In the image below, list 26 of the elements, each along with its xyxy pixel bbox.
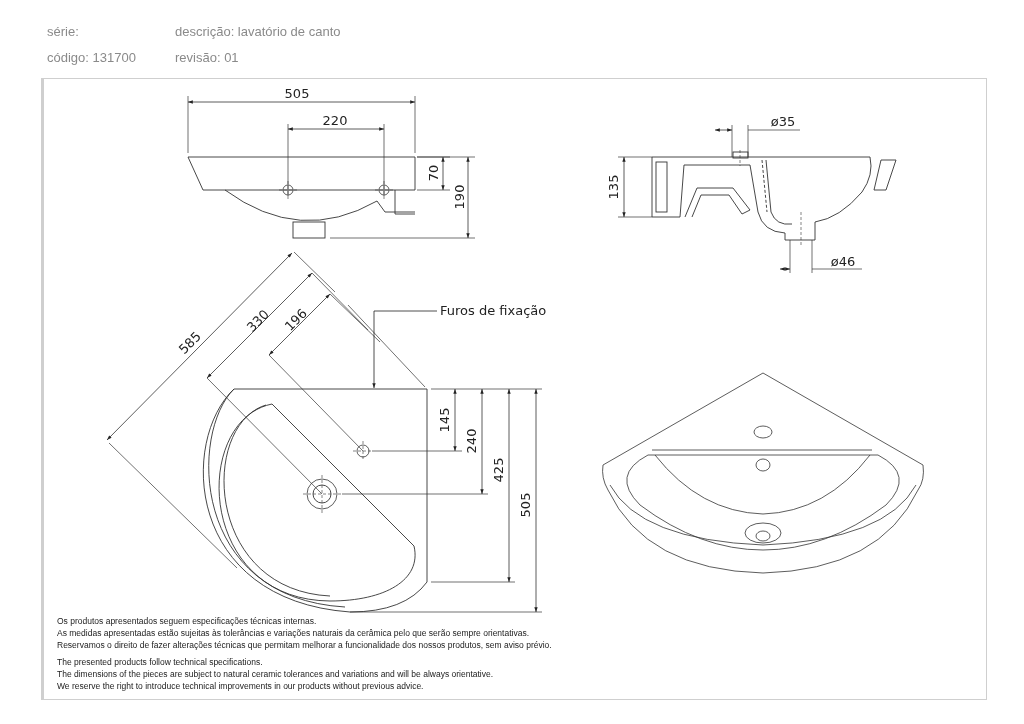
dimension-value: 190: [451, 184, 469, 210]
header-text: descrição: lavatório de canto: [175, 23, 341, 41]
dimension-value: 505: [517, 492, 535, 518]
note-text: Os produtos apresentados seguem especificações técnicas internas.: [57, 616, 317, 627]
dimension-value: 425: [490, 457, 508, 483]
note-text: The dimensions of the pieces are subject to natural ceramic tolerances and variations and will be always orientative.: [57, 669, 494, 680]
dimension-value: 330: [242, 305, 273, 337]
dimension-value: ø35: [770, 113, 796, 132]
dimension-value: 220: [322, 112, 348, 131]
note-text: We reserve the right to introduce technical improvements in our products without previous advice.: [57, 681, 424, 692]
dimension-value: 240: [463, 428, 481, 454]
dimension-value: 196: [280, 304, 311, 336]
dimension-value: 135: [605, 174, 623, 200]
callout-text: Furos de fixação: [440, 302, 547, 320]
note-text: The presented products follow technical specifications.: [57, 657, 263, 668]
note-text: As medidas apresentadas estão sujeitas às tolerâncias e variações naturais da cerâmica pelo que serão sempre orientativas.: [57, 628, 529, 639]
header-text: código: 131700: [47, 49, 136, 67]
note-text: Reservamos o direito de fazer alterações técnicas que permitam melhorar a funcionalidade dos nossos produtos, sem aviso prévio.: [57, 640, 552, 651]
dimension-value: 145: [436, 407, 454, 433]
dimension-value: ø46: [830, 253, 856, 272]
sink-plan-drawing: [200, 388, 429, 614]
dimension-value: 70: [425, 164, 443, 182]
dimension-value: 585: [174, 327, 205, 359]
dimension-value: 505: [284, 85, 310, 104]
header-text: revisão: 01: [175, 49, 239, 67]
header-text: série:: [47, 23, 79, 41]
